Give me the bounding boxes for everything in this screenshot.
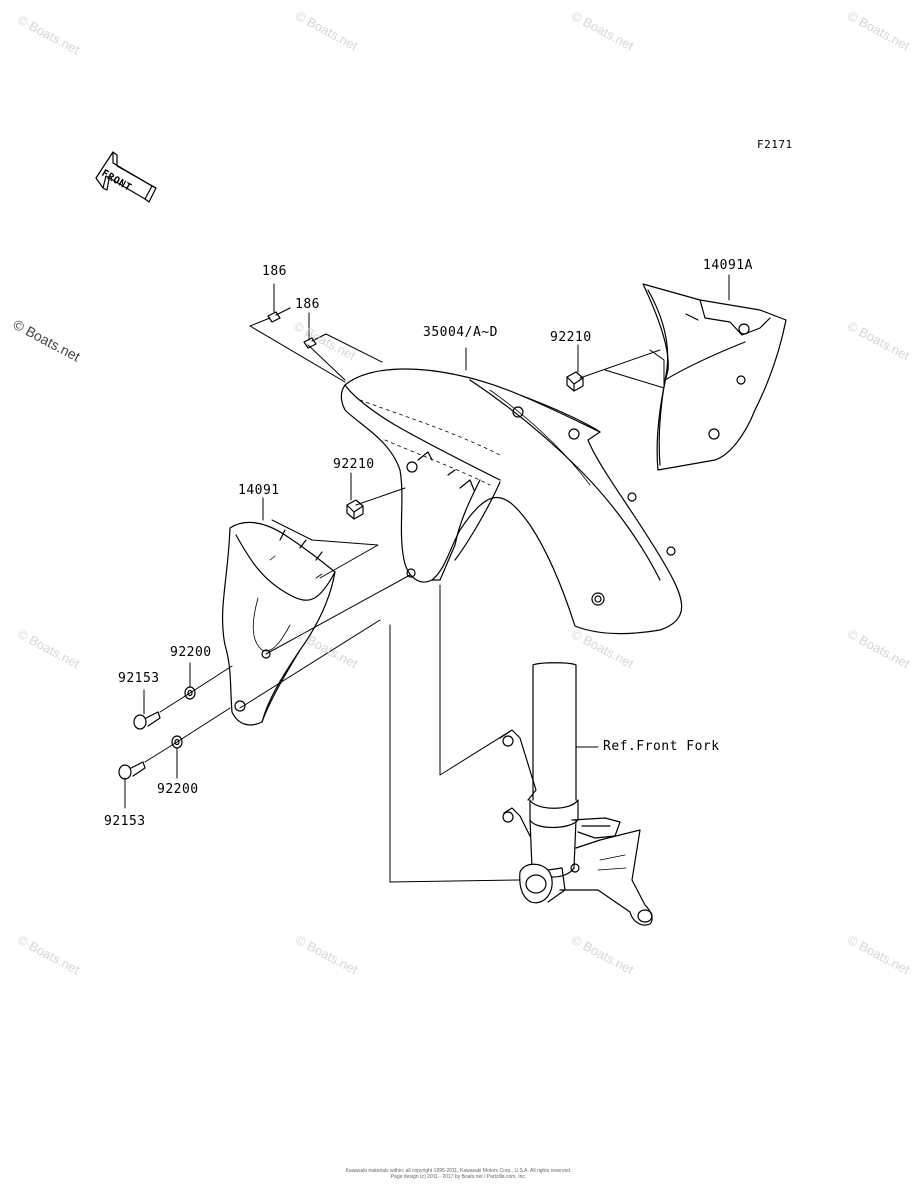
front-fork: [499, 662, 653, 926]
copyright-line-1: Kawasaki materials within: all copyright…: [345, 1168, 572, 1174]
part-label-92200-b[interactable]: 92200: [157, 782, 199, 797]
part-label-35004[interactable]: 35004/A~D: [423, 325, 498, 340]
inner-cover-left: [221, 521, 336, 726]
clip-nut-92210-b-icon: [346, 499, 364, 520]
part-label-92200-a[interactable]: 92200: [170, 645, 212, 660]
part-label-92153-b[interactable]: 92153: [104, 814, 146, 829]
inner-cover-right: [642, 283, 787, 471]
part-label-92210-a[interactable]: 92210: [550, 330, 592, 345]
part-label-14091A[interactable]: 14091A: [703, 258, 753, 273]
bolt-92153-a-icon: [133, 711, 161, 730]
ref-front-fork-label[interactable]: Ref.Front Fork: [603, 739, 720, 754]
copyright-line-2: Page design (c) 2011 - 2017 by Boats.net…: [390, 1174, 527, 1180]
front-fender: [340, 368, 683, 635]
front-arrow-icon: [95, 151, 157, 203]
clip-nut-92210-a-icon: [566, 371, 584, 392]
bolt-92153-b-icon: [118, 761, 146, 780]
copyright-notice: Kawasaki materials within: all copyright…: [0, 1168, 917, 1180]
part-label-92153-a[interactable]: 92153: [118, 671, 160, 686]
part-label-92210-b[interactable]: 92210: [333, 457, 375, 472]
leader-lines: [124, 274, 730, 883]
screw-186-a-icon: [267, 307, 291, 323]
part-label-14091[interactable]: 14091: [238, 483, 280, 498]
part-label-186-a[interactable]: 186: [262, 264, 287, 279]
figure-code: F2171: [757, 138, 793, 151]
part-label-186-b[interactable]: 186: [295, 297, 320, 312]
